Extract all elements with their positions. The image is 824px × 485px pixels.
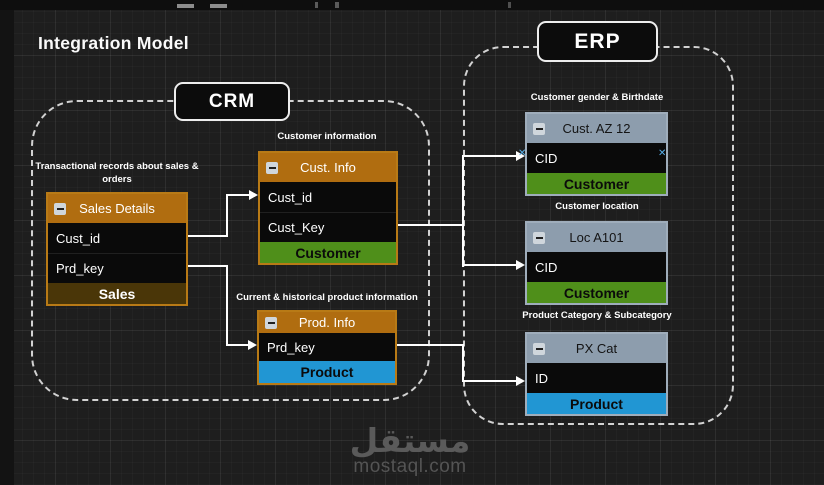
table-row[interactable]: Prd_key bbox=[259, 333, 395, 361]
table-footer: Product bbox=[259, 361, 395, 383]
arrowhead-icon bbox=[516, 376, 525, 386]
toolbar-icon-fragment[interactable] bbox=[508, 2, 511, 8]
table-row[interactable]: Cust_Key bbox=[260, 212, 396, 242]
connection-anchor-icon[interactable]: ✕ bbox=[658, 148, 667, 159]
toolbar-icon-fragment[interactable] bbox=[210, 4, 227, 8]
table-footer: Product bbox=[527, 393, 666, 414]
table-footer: Customer bbox=[260, 242, 396, 263]
connector-sales-prodinfo[interactable] bbox=[226, 265, 228, 346]
connection-anchor-icon[interactable]: ✕ bbox=[518, 148, 527, 159]
table-footer-text: Sales bbox=[98, 285, 136, 302]
table-footer-text: Customer bbox=[563, 284, 630, 301]
caption-cust-az: Customer gender & Birthdate bbox=[530, 92, 664, 103]
table-footer-text: Customer bbox=[295, 244, 361, 261]
toolbar-icon-fragment[interactable] bbox=[315, 2, 318, 8]
toolbar bbox=[0, 0, 824, 10]
caption-cust-info: Customer information bbox=[277, 131, 377, 142]
table-footer-text: Product bbox=[570, 395, 623, 412]
table-row[interactable]: Cust_id bbox=[48, 223, 186, 253]
connector-custinfo-erp[interactable] bbox=[397, 224, 464, 226]
watermark: مستقل mostaql.com bbox=[324, 424, 496, 478]
field-name: Cust_id bbox=[268, 189, 313, 205]
arrowhead-icon bbox=[248, 340, 257, 350]
table-sales-details[interactable]: Sales Details Cust_id Prd_key Sales bbox=[46, 192, 188, 306]
table-title: Cust. Info bbox=[300, 160, 356, 175]
arrowhead-icon bbox=[249, 190, 258, 200]
caption-prod-info: Current & historical product information bbox=[236, 292, 418, 303]
collapse-icon[interactable] bbox=[533, 122, 545, 135]
caption-loc-a101: Customer location bbox=[555, 201, 639, 212]
watermark-domain-text: mostaql.com bbox=[353, 456, 467, 477]
connector-sales-custinfo[interactable] bbox=[228, 194, 249, 196]
connector-custinfo-custaz[interactable] bbox=[464, 155, 516, 157]
crm-group-label[interactable]: CRM bbox=[174, 82, 290, 121]
arrowhead-icon bbox=[516, 260, 525, 270]
table-header[interactable]: Loc A101 bbox=[527, 223, 666, 252]
connector-prodinfo-pxcat[interactable] bbox=[464, 380, 516, 382]
field-name: CID bbox=[535, 150, 558, 166]
collapse-icon[interactable] bbox=[265, 316, 277, 329]
connector-sales-custinfo[interactable] bbox=[188, 235, 228, 237]
table-header[interactable]: Prod. Info bbox=[259, 312, 395, 333]
table-title: Cust. AZ 12 bbox=[562, 121, 631, 136]
field-name: Prd_key bbox=[267, 339, 315, 355]
connector-prodinfo-pxcat[interactable] bbox=[397, 344, 464, 346]
collapse-icon[interactable] bbox=[54, 202, 66, 215]
connector-sales-prodinfo[interactable] bbox=[228, 344, 248, 346]
crm-group-label-text: CRM bbox=[208, 90, 256, 112]
erp-group-label-text: ERP bbox=[574, 29, 621, 53]
table-px-cat[interactable]: PX Cat ID Product bbox=[525, 332, 668, 416]
table-row[interactable]: Cust_id bbox=[260, 182, 396, 212]
table-header[interactable]: Sales Details bbox=[48, 194, 186, 223]
collapse-icon[interactable] bbox=[533, 231, 545, 244]
connector-sales-custinfo[interactable] bbox=[226, 194, 228, 237]
table-row[interactable]: ID bbox=[527, 363, 666, 393]
table-loc-a101[interactable]: Loc A101 CID Customer bbox=[525, 221, 668, 305]
table-title: PX Cat bbox=[575, 341, 618, 356]
table-prod-info[interactable]: Prod. Info Prd_key Product bbox=[257, 310, 397, 385]
table-title: Loc A101 bbox=[569, 230, 624, 245]
field-name: ID bbox=[535, 370, 548, 386]
table-footer: Sales bbox=[48, 283, 186, 304]
arrowhead-icon bbox=[516, 151, 525, 161]
connector-custinfo-loc[interactable] bbox=[464, 264, 516, 266]
table-title: Prod. Info bbox=[298, 315, 356, 330]
connector-prodinfo-pxcat[interactable] bbox=[462, 344, 464, 382]
caption-px-cat: Product Category & Subcategory bbox=[522, 310, 672, 321]
field-name: Prd_key bbox=[56, 261, 104, 276]
connector-custinfo-erp[interactable] bbox=[462, 155, 464, 267]
field-name: Cust_Key bbox=[268, 220, 325, 235]
table-row[interactable]: CID bbox=[527, 252, 666, 282]
toolbar-icon-fragment[interactable] bbox=[335, 2, 339, 8]
table-cust-az-12[interactable]: Cust. AZ 12 CID Customer bbox=[525, 112, 668, 196]
table-title: Sales Details bbox=[79, 201, 155, 216]
table-row[interactable]: CID bbox=[527, 143, 666, 173]
caption-sales-details: Transactional records about sales & orde… bbox=[35, 161, 199, 185]
erp-group-label[interactable]: ERP bbox=[537, 21, 658, 62]
table-footer: Customer bbox=[527, 173, 666, 194]
table-header[interactable]: Cust. Info bbox=[260, 153, 396, 182]
field-name: Cust_id bbox=[56, 230, 101, 246]
connector-sales-prodinfo[interactable] bbox=[188, 265, 228, 267]
collapse-icon[interactable] bbox=[266, 161, 278, 174]
left-panel-edge bbox=[0, 10, 14, 485]
table-row[interactable]: Prd_key bbox=[48, 253, 186, 283]
table-footer-text: Product bbox=[300, 364, 354, 380]
table-footer: Customer bbox=[527, 282, 666, 303]
table-header[interactable]: Cust. AZ 12 bbox=[527, 114, 666, 143]
field-name: CID bbox=[535, 259, 558, 275]
table-cust-info[interactable]: Cust. Info Cust_id Cust_Key Customer bbox=[258, 151, 398, 265]
toolbar-icon-fragment[interactable] bbox=[177, 4, 194, 8]
watermark-arabic-text: مستقل bbox=[349, 422, 471, 459]
table-header[interactable]: PX Cat bbox=[527, 334, 666, 363]
diagram-title: Integration Model bbox=[38, 33, 189, 53]
table-footer-text: Customer bbox=[563, 175, 630, 192]
collapse-icon[interactable] bbox=[533, 342, 545, 355]
